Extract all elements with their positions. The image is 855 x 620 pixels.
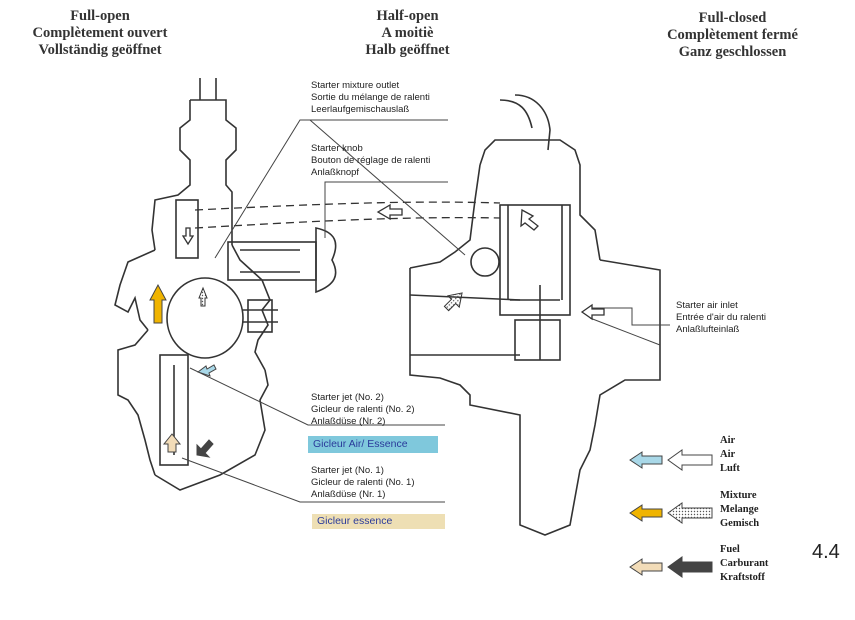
- tag-fuel-jet: Gicleur essence: [312, 514, 445, 529]
- label-starter-air-inlet-fr: Entrée d'air du ralenti: [676, 312, 767, 323]
- right-carburetor-body: [409, 94, 661, 536]
- air-inlet-arrow-icon: [580, 303, 605, 321]
- header-full-closed-fr: Complètement fermé: [667, 27, 798, 43]
- legend-mixture-dotted-arrow-icon: [667, 502, 713, 524]
- legend-mixture-fr: Melange: [720, 504, 759, 515]
- legend-fuel: Fuel Carburant Kraftstoff: [720, 543, 768, 585]
- label-starter-knob: Starter knob Bouton de réglage de ralent…: [311, 143, 430, 179]
- label-starter-jet-1: Starter jet (No. 1) Gicleur de ralenti (…: [311, 465, 414, 501]
- mixture-up-arrow-icon: [149, 283, 167, 324]
- legend-mixture-de: Gemisch: [720, 518, 760, 529]
- label-starter-jet-1-fr: Gicleur de ralenti (No. 1): [311, 477, 415, 488]
- legend-air-en: Air: [720, 435, 736, 446]
- header-full-open: Full-open Complètement ouvert Vollständi…: [10, 8, 190, 59]
- leader-lines: [181, 119, 670, 503]
- label-starter-mixture-outlet: Starter mixture outlet Sortie du mélange…: [311, 80, 430, 116]
- down-arrow-icon: [181, 227, 195, 246]
- air-arrow-left-icon: [196, 364, 217, 377]
- label-starter-jet-1-de: Anlaßdüse (Nr. 1): [311, 489, 386, 500]
- legend-mixture-en: Mixture: [720, 490, 757, 501]
- fuel-up-arrow-icon: [162, 433, 182, 453]
- label-starter-jet-2-en: Starter jet (No. 2): [311, 392, 384, 403]
- header-half-open-fr: A moitiè: [381, 25, 434, 41]
- header-full-closed-de: Ganz geschlossen: [678, 44, 787, 60]
- right-mixture-arrow-icon: [520, 208, 539, 231]
- label-starter-air-inlet-en: Starter air inlet: [676, 300, 738, 311]
- dotted-mixture-arrows: [198, 286, 463, 312]
- legend-arrows: [629, 449, 713, 578]
- starter-passage-dashed: [194, 201, 501, 229]
- label-starter-air-inlet-de: Anlaßlufteinlaß: [676, 324, 740, 335]
- left-carburetor-body: [114, 78, 337, 491]
- legend-air-outline-arrow-icon: [667, 449, 713, 471]
- label-starter-jet-2-fr: Gicleur de ralenti (No. 2): [311, 404, 415, 415]
- legend-air-de: Luft: [720, 463, 740, 474]
- legend-air-color-arrow-icon: [629, 451, 663, 469]
- header-full-open-en: Full-open: [70, 8, 130, 24]
- legend-fuel-color-arrow-icon: [629, 558, 663, 576]
- passage-arrow-icon: [376, 203, 403, 221]
- legend-fuel-en: Fuel: [720, 544, 740, 555]
- label-starter-mixture-outlet-de: Leerlaufgemischauslaß: [311, 104, 410, 115]
- header-half-open-en: Half-open: [376, 8, 439, 24]
- legend-mixture: Mixture Melange Gemisch: [720, 489, 759, 531]
- label-starter-mixture-outlet-en: Starter mixture outlet: [311, 80, 400, 91]
- label-starter-jet-2: Starter jet (No. 2) Gicleur de ralenti (…: [311, 392, 414, 428]
- header-half-open-de: Halb geöffnet: [365, 42, 450, 58]
- label-starter-mixture-outlet-fr: Sortie du mélange de ralenti: [311, 92, 430, 103]
- legend-air: Air Air Luft: [720, 434, 740, 476]
- figure-number: 4.4: [812, 541, 840, 563]
- mixture-arrow-jet-icon: [198, 286, 208, 307]
- fuel-dark-arrow-icon: [196, 439, 214, 458]
- header-full-open-fr: Complètement ouvert: [32, 25, 168, 41]
- label-starter-jet-2-de: Anlaßdüse (Nr. 2): [311, 416, 386, 427]
- legend-air-fr: Air: [720, 449, 736, 460]
- legend-mixture-color-arrow-icon: [629, 504, 663, 522]
- tag-air-fuel-jet: Gicleur Air/ Essence: [308, 436, 438, 453]
- label-starter-knob-fr: Bouton de réglage de ralenti: [311, 155, 431, 166]
- legend-fuel-fr: Carburant: [720, 558, 769, 569]
- header-half-open: Half-open A moitiè Halb geöffnet: [320, 8, 495, 59]
- header-full-closed: Full-closed Complètement fermé Ganz gesc…: [640, 10, 825, 61]
- label-starter-knob-de: Anlaßknopf: [311, 167, 360, 178]
- legend-fuel-dark-arrow-icon: [667, 556, 713, 578]
- flow-arrows: [181, 203, 605, 321]
- label-starter-knob-en: Starter knob: [311, 143, 363, 154]
- header-full-closed-en: Full-closed: [698, 10, 767, 26]
- legend-fuel-de: Kraftstoff: [720, 572, 765, 583]
- label-starter-air-inlet: Starter air inlet Entrée d'air du ralent…: [676, 300, 766, 336]
- label-starter-jet-1-en: Starter jet (No. 1): [311, 465, 384, 476]
- header-full-open-de: Vollständig geöffnet: [38, 42, 162, 58]
- mixture-arrow-left-icon: [443, 292, 463, 312]
